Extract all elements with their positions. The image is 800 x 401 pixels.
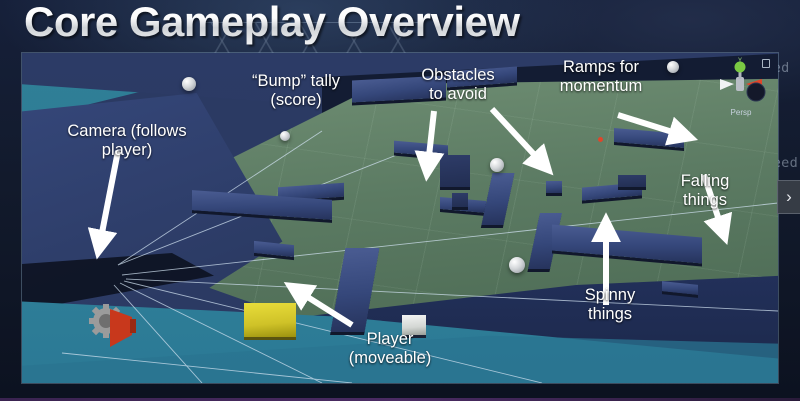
annotation-camera: Camera (follows player) [67, 122, 187, 159]
scene-block [440, 155, 470, 187]
unity-view-gizmo[interactable]: Y Persp [710, 57, 772, 117]
scene-sphere [667, 61, 679, 73]
slide-title: Core Gameplay Overview [24, 0, 520, 45]
scene-block [618, 175, 646, 187]
scene-sphere [490, 158, 504, 172]
annotation-player: Player (moveable) [348, 330, 432, 367]
next-slide-button[interactable]: › [777, 180, 800, 214]
scene-sphere [280, 131, 290, 141]
unity-scene-viewport: Y Persp [22, 53, 778, 383]
annotation-obstacles: Obstacles to avoid [421, 66, 495, 103]
annotation-falling: Falling things [680, 172, 730, 209]
scene-block [452, 193, 468, 207]
annotation-ramps: Ramps for momentum [559, 58, 643, 95]
annotation-spinny: Spinny things [584, 286, 636, 323]
scene-cube-yellow [244, 303, 296, 337]
svg-text:Y: Y [738, 58, 742, 64]
slide-bottom-edge [0, 398, 800, 401]
scene-marker-red [598, 137, 603, 142]
gizmo-axes-icon[interactable]: Y [710, 57, 772, 109]
annotation-bump: “Bump” tally (score) [251, 72, 341, 109]
scene-sphere [182, 77, 196, 91]
scene-cube-white [402, 315, 426, 335]
scene-sphere [509, 257, 525, 273]
scene-block [546, 181, 562, 193]
background-scaffold-image [200, 22, 420, 58]
gizmo-projection-label[interactable]: Persp [730, 108, 752, 117]
gizmo-lock-icon[interactable] [762, 59, 770, 68]
camera-gizmo-icon [89, 304, 136, 347]
